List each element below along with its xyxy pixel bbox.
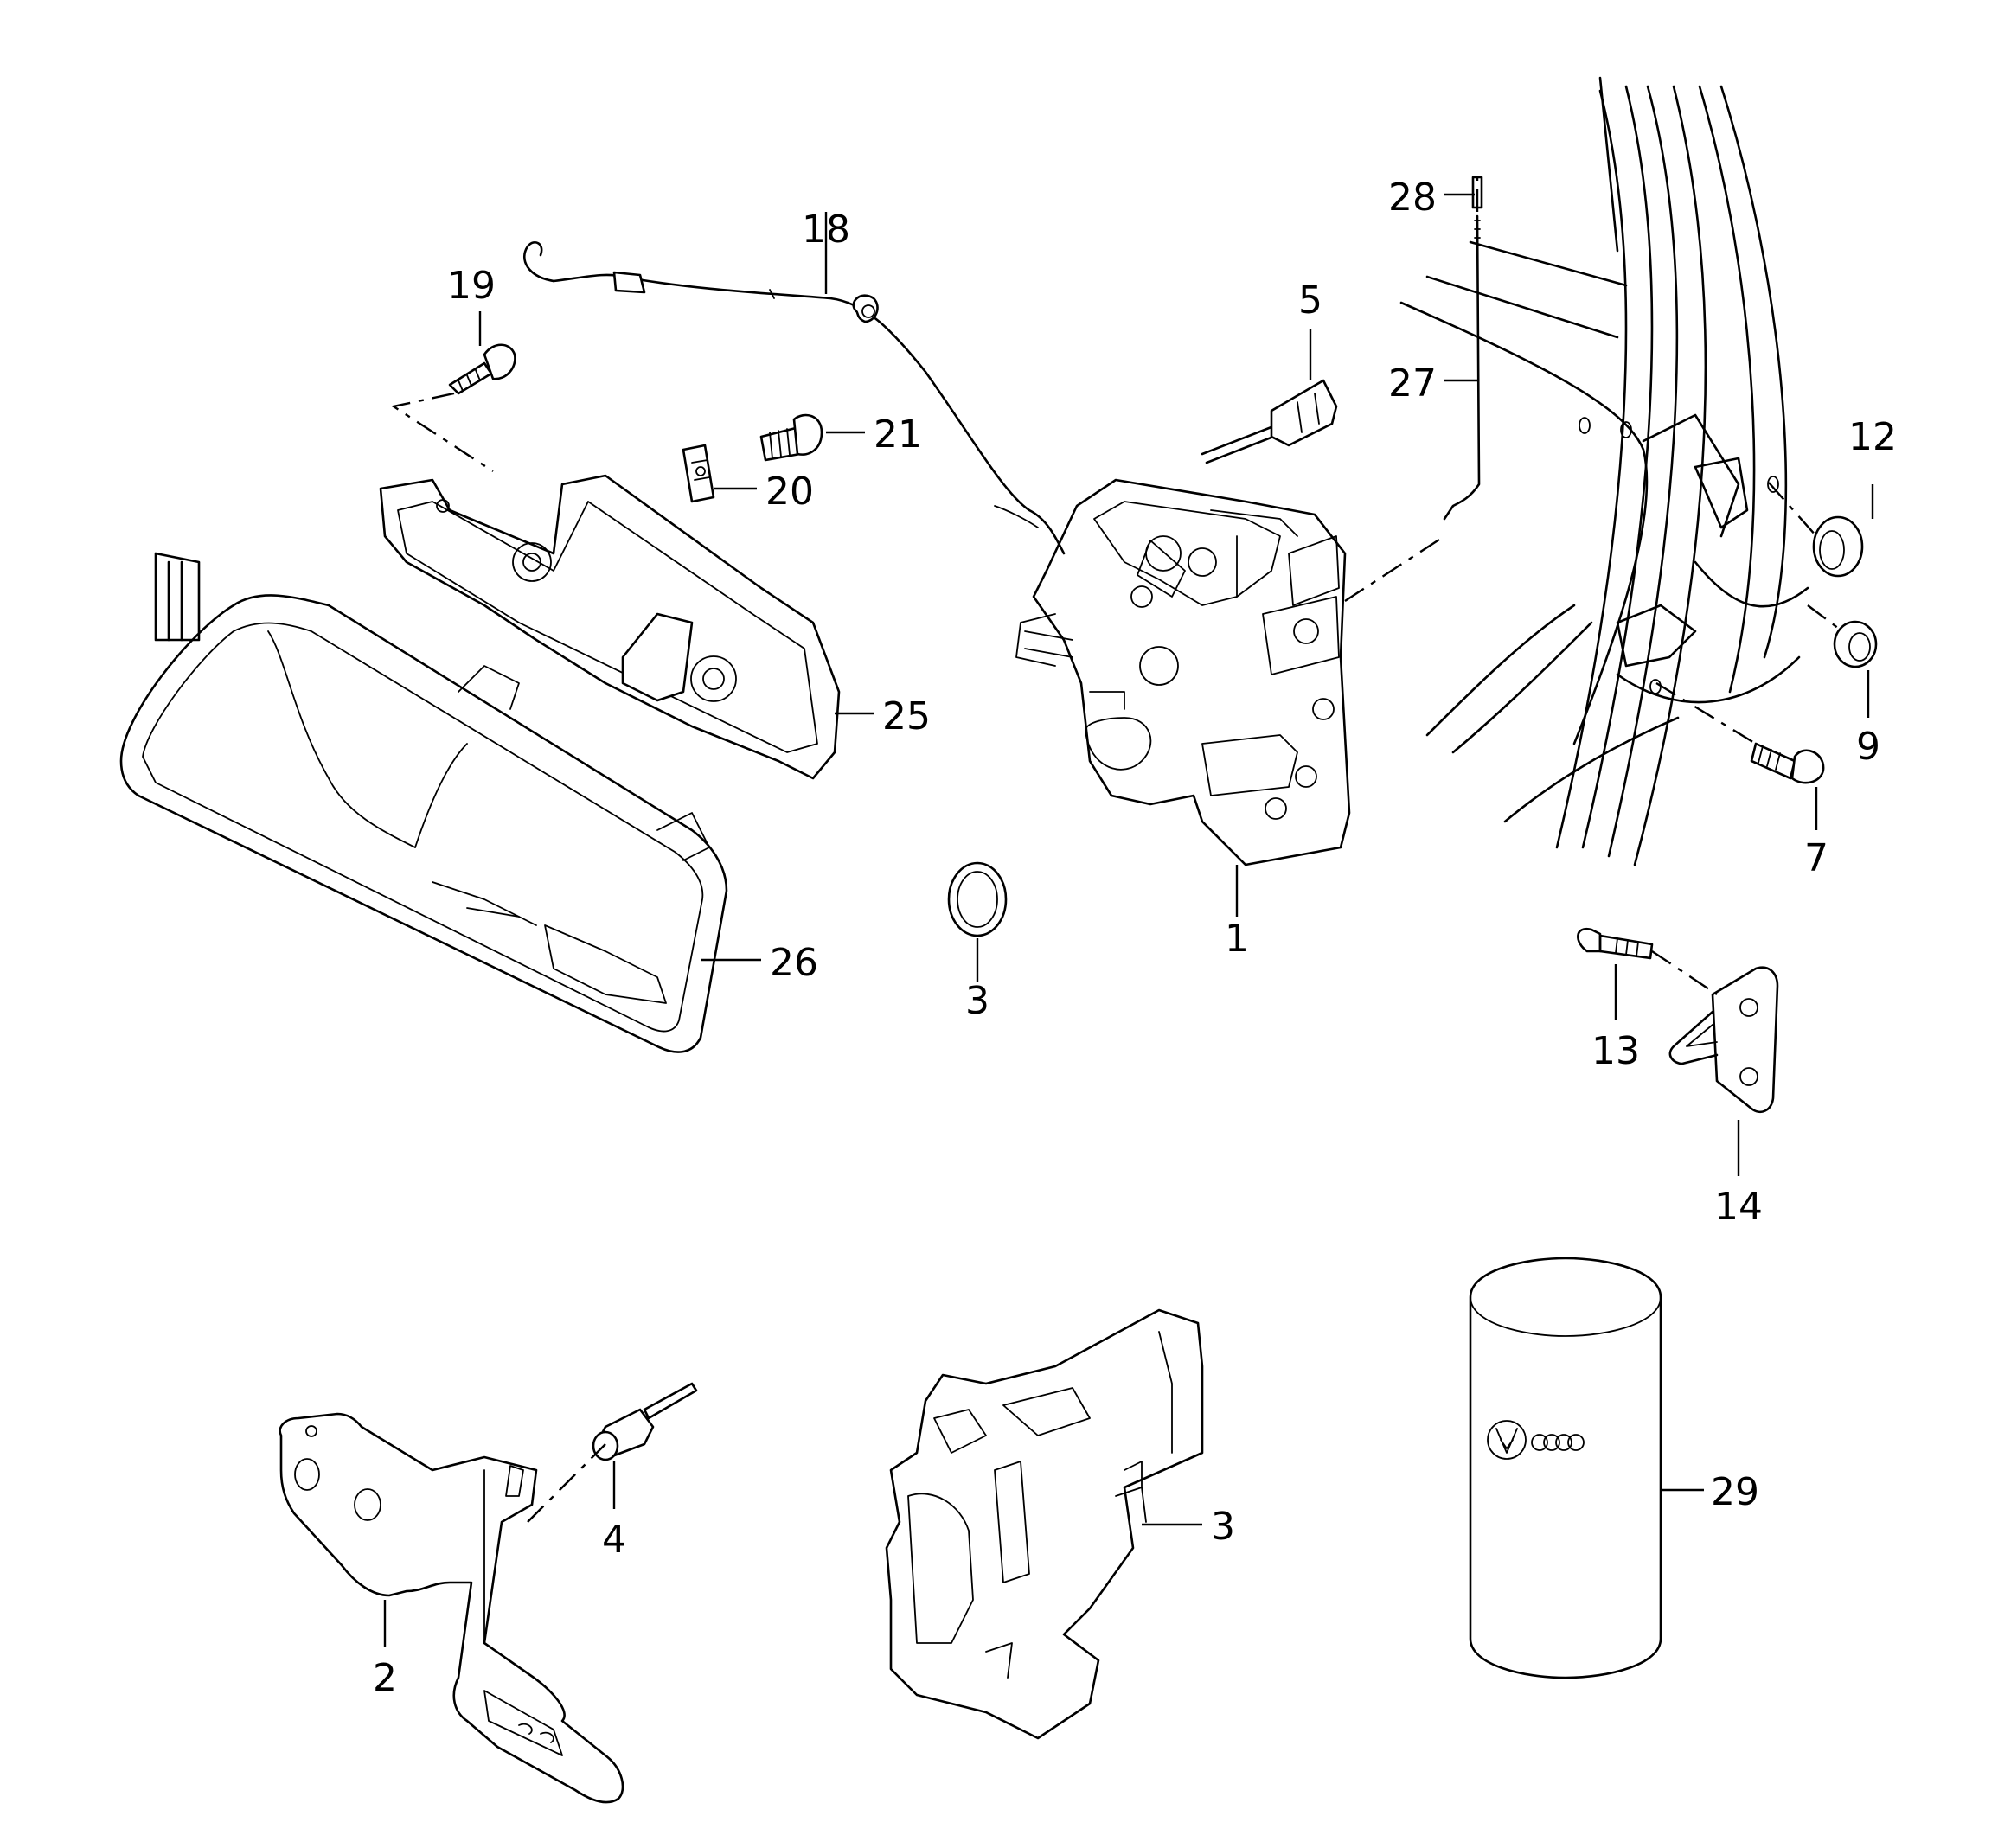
part-14-striker-plate <box>1668 966 1779 1113</box>
callout-20: 20 <box>765 470 814 514</box>
callout-29: 29 <box>1711 1470 1759 1514</box>
callout-3-lower: 3 <box>1211 1505 1235 1549</box>
part-20-clip <box>682 444 715 503</box>
part-2-bracket <box>279 1412 624 1804</box>
part-21-screw <box>759 413 823 462</box>
part-29-spray-can <box>1469 1257 1662 1679</box>
part-18-cable <box>522 241 1066 555</box>
callout-7: 7 <box>1804 836 1828 880</box>
part-4-pin <box>592 1382 698 1461</box>
door-frame <box>1399 76 1809 866</box>
part-19-screw <box>448 343 516 395</box>
part-3-latch-cover <box>885 1308 1204 1740</box>
callout-13: 13 <box>1591 1029 1640 1073</box>
callout-25: 25 <box>882 694 931 739</box>
callout-5: 5 <box>1298 278 1322 323</box>
callout-2: 2 <box>373 1656 397 1700</box>
part-26-handle-housing <box>119 552 728 1053</box>
dashed-connectors <box>390 169 1843 1523</box>
part-25-cover <box>379 474 841 780</box>
callout-19: 19 <box>447 264 496 308</box>
callout-27: 27 <box>1388 361 1437 406</box>
part-13-screw <box>1577 927 1654 960</box>
callout-4: 4 <box>602 1518 626 1562</box>
part-9-cap <box>1833 620 1878 668</box>
part-7-screw <box>1750 742 1825 784</box>
part-5-rod <box>1201 379 1338 464</box>
callout-labels: 28 27 18 19 21 20 25 26 5 1 3 12 9 7 13 … <box>373 176 1897 1700</box>
vw-logo <box>1487 1420 1527 1460</box>
part-27-28-rod <box>1443 176 1483 521</box>
callout-3-upper: 3 <box>965 979 989 1023</box>
part-3-o-ring <box>947 861 1008 937</box>
callout-26: 26 <box>770 941 818 985</box>
callout-9: 9 <box>1856 725 1880 769</box>
callout-14: 14 <box>1714 1185 1763 1229</box>
leader-lines <box>383 193 1874 1647</box>
part-12-grommet <box>1812 515 1864 578</box>
callout-21: 21 <box>874 412 922 457</box>
callout-1: 1 <box>1225 917 1249 961</box>
part-1-door-latch <box>1015 478 1351 866</box>
four-rings-logo <box>1531 1434 1585 1451</box>
callout-28: 28 <box>1388 176 1437 220</box>
callout-18: 18 <box>802 208 850 252</box>
callout-12: 12 <box>1848 415 1897 459</box>
